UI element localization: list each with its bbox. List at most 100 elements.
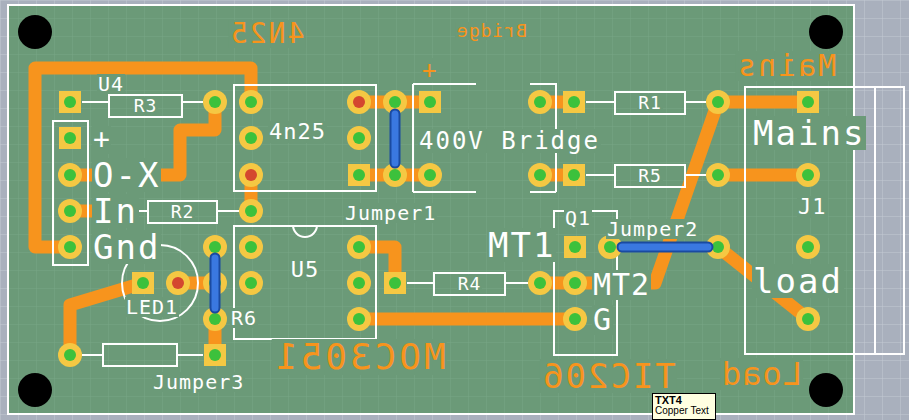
- resistor-outline: R2: [147, 200, 218, 224]
- bottom-copper-text: Mains: [735, 51, 837, 81]
- polarity-mark: +: [92, 126, 111, 154]
- bottom-copper-text: 4N25: [228, 20, 305, 48]
- drill: [568, 169, 580, 181]
- drill-holes: [64, 96, 814, 361]
- ic-outline: 4n25: [233, 84, 377, 192]
- pad: [204, 344, 226, 366]
- jumpers: [215, 114, 708, 308]
- red-drill-holes: [172, 96, 365, 289]
- drill: [64, 349, 76, 361]
- pad: [564, 236, 586, 258]
- drill: [424, 169, 436, 181]
- bottom-copper-text: Bridge: [455, 22, 528, 40]
- pad: [419, 91, 441, 113]
- pad: [239, 90, 263, 114]
- pad: [59, 91, 81, 113]
- drill: [137, 277, 149, 289]
- part-name: R3: [133, 97, 159, 115]
- mounting-hole: [809, 373, 843, 407]
- drill: [604, 241, 616, 253]
- part-name: R2: [170, 203, 196, 221]
- drill: [569, 313, 581, 325]
- mounting-holes: [18, 15, 843, 407]
- pad: [58, 343, 82, 367]
- pad: [796, 163, 820, 187]
- drill: [209, 349, 221, 361]
- pad: [239, 271, 263, 295]
- drill: [802, 169, 814, 181]
- drill: [353, 96, 365, 108]
- part-name: Q1: [564, 208, 592, 228]
- drill: [209, 313, 221, 325]
- pad: [347, 307, 371, 331]
- drill: [64, 96, 76, 108]
- board-ground: [8, 5, 854, 414]
- pad: [347, 90, 371, 114]
- pad: [528, 163, 552, 187]
- square-pads: [59, 91, 819, 366]
- connector-outline: MainsJ1load: [744, 86, 905, 355]
- drill: [245, 169, 257, 181]
- signal-name: O-X: [92, 158, 161, 192]
- drill: [424, 96, 436, 108]
- resistor-outline: R5: [614, 164, 686, 188]
- drill: [802, 313, 814, 325]
- pad: [347, 235, 371, 259]
- drill: [209, 241, 221, 253]
- pad: [203, 90, 227, 114]
- drill: [568, 96, 580, 108]
- drill: [389, 169, 401, 181]
- pad: [239, 199, 263, 223]
- board-edge: [8, 5, 854, 414]
- drill: [712, 169, 724, 181]
- pad: [563, 91, 585, 113]
- pad: [132, 272, 154, 294]
- pads: [58, 90, 820, 367]
- part-name: Jumper2: [606, 219, 699, 239]
- board-grid: [8, 5, 854, 414]
- drill: [569, 241, 581, 253]
- pad: [796, 307, 820, 331]
- mounting-hole: [18, 15, 52, 49]
- drill: [245, 277, 257, 289]
- drill: [353, 277, 365, 289]
- copper-traces: [35, 68, 808, 355]
- drill: [172, 277, 184, 289]
- pad: [347, 271, 371, 295]
- pad: [58, 235, 82, 259]
- drill: [353, 313, 365, 325]
- header-outline: [53, 121, 88, 265]
- tooltip-text: Copper Text: [655, 406, 709, 416]
- pin-name: J1: [797, 196, 828, 218]
- pad: [563, 164, 585, 186]
- part-name: U5: [290, 259, 321, 281]
- part-name: R5: [637, 167, 663, 185]
- pad: [418, 163, 442, 187]
- drill: [64, 169, 76, 181]
- resistor-lead: [82, 354, 203, 356]
- signal-name: In: [92, 194, 139, 228]
- drill: [64, 241, 76, 253]
- pin-name: G: [592, 305, 613, 335]
- part-name: LED1: [125, 297, 179, 317]
- drill: [353, 169, 365, 181]
- round-pads: [58, 90, 820, 367]
- jumper-wire: [215, 114, 708, 308]
- drill: [802, 96, 814, 108]
- drill: [534, 96, 546, 108]
- pad: [58, 163, 82, 187]
- silkscreen: [53, 84, 875, 366]
- pad: [347, 126, 371, 150]
- resistor-outline: R3: [108, 94, 183, 118]
- bottom-copper-text: Load: [720, 358, 803, 390]
- pad: [166, 271, 190, 295]
- pad: [528, 90, 552, 114]
- mounting-hole: [809, 15, 843, 49]
- pad: [563, 307, 587, 331]
- drill: [802, 241, 814, 253]
- resistor-outline: R1: [614, 91, 686, 115]
- pin-name: Mains: [752, 116, 866, 150]
